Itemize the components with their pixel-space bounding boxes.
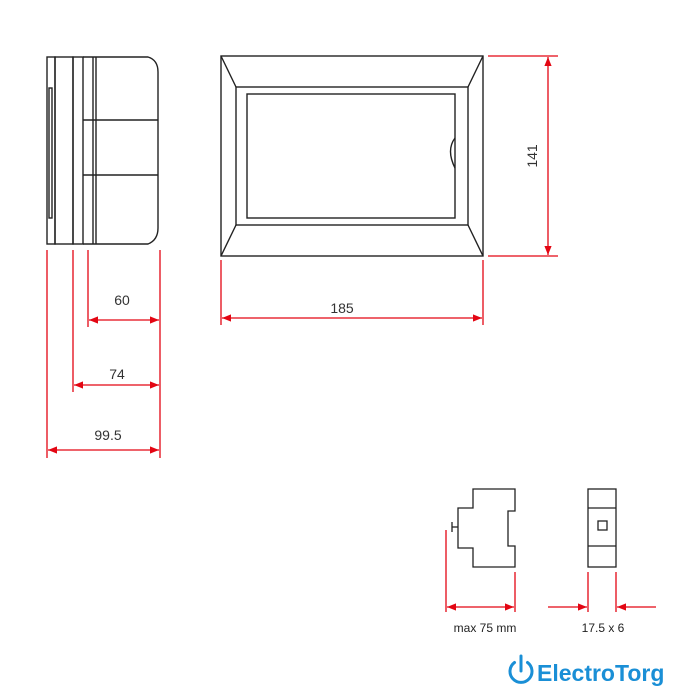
breaker-size-caption: 17.5 x 6 xyxy=(582,621,625,635)
breaker-indicator xyxy=(597,520,608,531)
dim-label-141: 141 xyxy=(524,144,540,168)
front-view-door xyxy=(235,86,469,226)
brand-name: ElectroTorg xyxy=(537,660,664,686)
front-view-window xyxy=(246,93,456,219)
front-view xyxy=(220,55,484,257)
dim-label-99-5: 99.5 xyxy=(94,427,121,443)
side-view-flange xyxy=(72,56,84,245)
front-view-bevel xyxy=(220,55,484,257)
brand-logo: ElectroTorg xyxy=(508,654,664,686)
door-latch xyxy=(449,137,456,169)
dimensions xyxy=(46,55,558,458)
breaker-side-view xyxy=(451,488,516,568)
breaker-width-dimension xyxy=(548,572,656,612)
breaker-front-view xyxy=(587,488,617,568)
front-view-frame xyxy=(220,55,484,257)
side-view-door-edge xyxy=(48,87,53,219)
side-view-frame xyxy=(54,56,74,245)
side-view-front-plate xyxy=(46,56,56,245)
dim-label-185: 185 xyxy=(330,300,354,316)
dim-label-74: 74 xyxy=(109,366,125,382)
side-view-body xyxy=(83,56,159,245)
side-view xyxy=(46,56,159,245)
breaker-depth-caption: max 75 mm xyxy=(454,621,517,635)
breaker-body xyxy=(587,488,617,568)
breaker-profile xyxy=(457,488,516,568)
power-icon xyxy=(508,654,534,684)
dim-label-60: 60 xyxy=(114,292,130,308)
breaker-depth-dimension xyxy=(445,530,516,612)
